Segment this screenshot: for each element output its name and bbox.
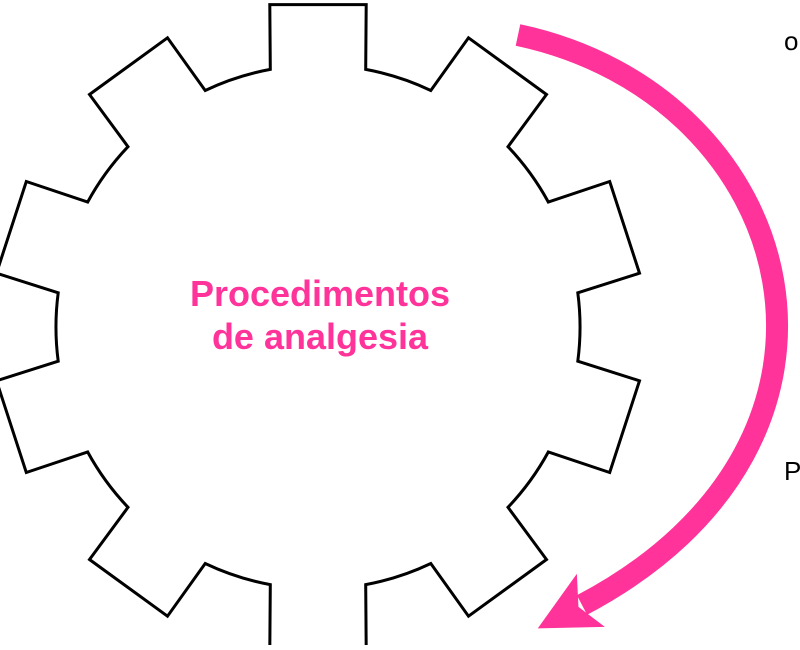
center-label-line-1: Procedimentos — [189, 273, 451, 314]
edge-text-fragment-bottom: P: — [784, 456, 800, 486]
gear-outline — [0, 3, 642, 650]
gear-center-label: Procedimentos de analgesia — [150, 272, 490, 358]
gear-icon — [0, 3, 642, 650]
rotation-arrow — [515, 24, 789, 629]
edge-text-fragment-top: o, — [784, 26, 800, 56]
curved-arrow-icon — [515, 24, 789, 629]
center-label-line-2: de analgesia — [211, 316, 429, 358]
